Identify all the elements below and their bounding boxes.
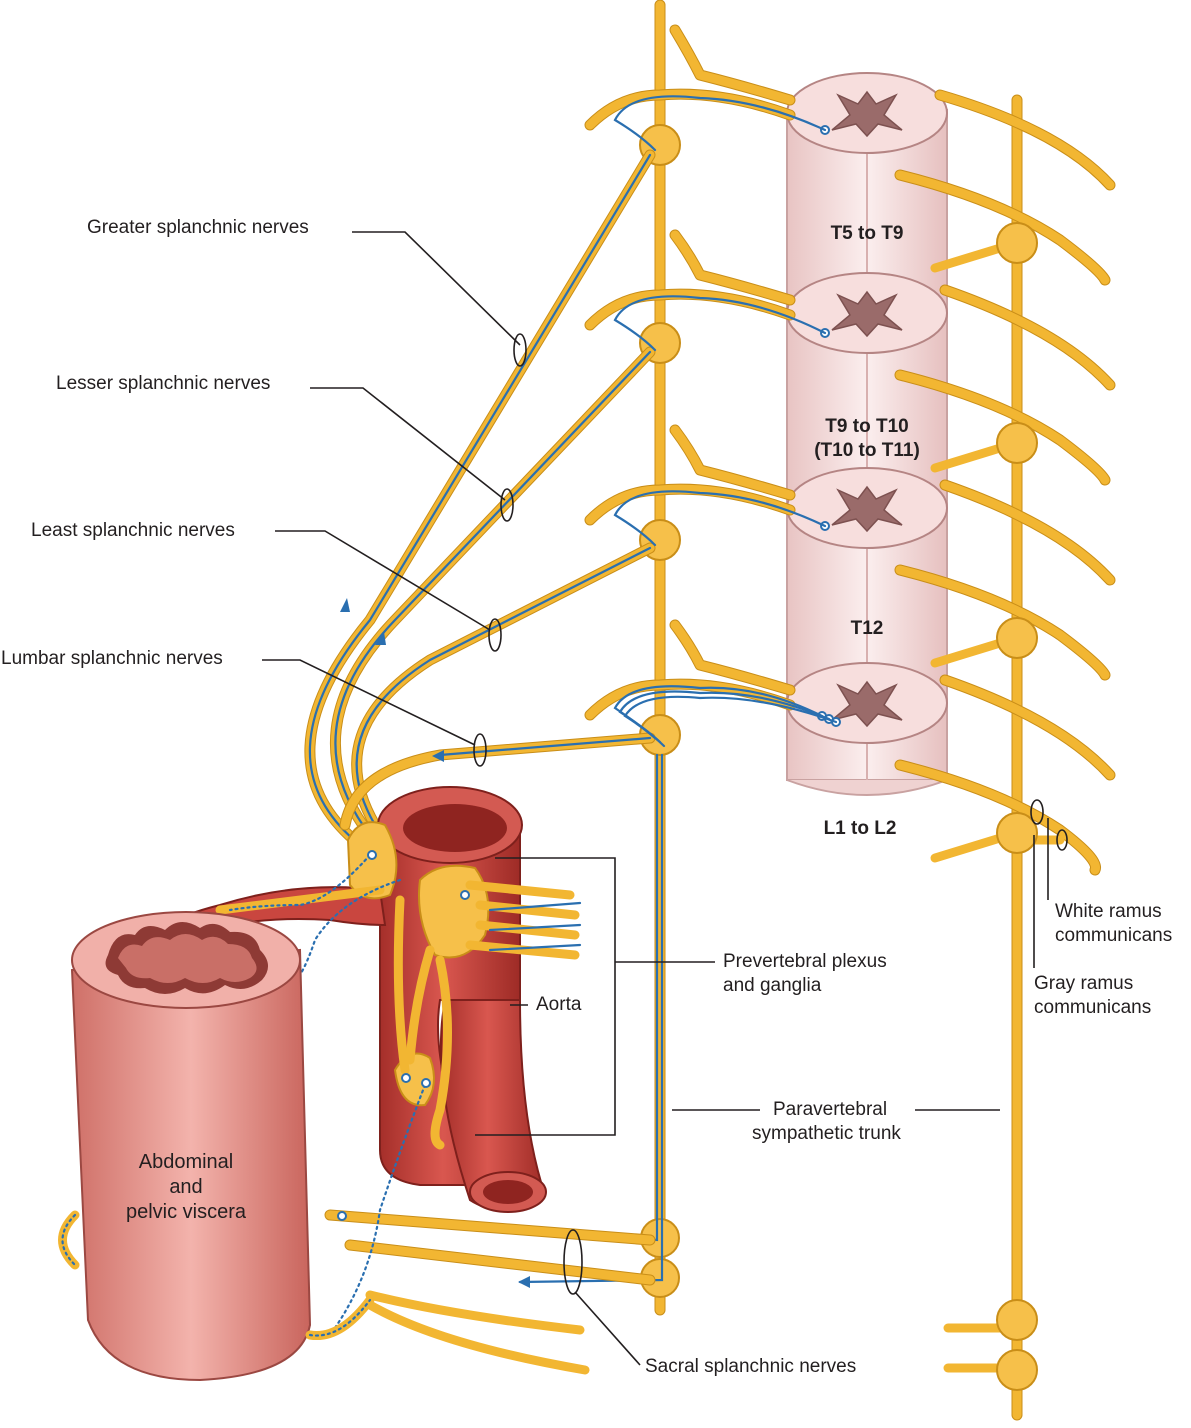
gray-ramus-label-line1: Gray ramus — [1034, 973, 1134, 994]
viscera-tube — [58, 911, 375, 1382]
white-ramus-label-line1: White ramus — [1055, 901, 1162, 922]
segment-label-l1-l2: L1 to L2 — [823, 818, 897, 839]
cord-section-t5 — [786, 72, 948, 154]
viscera-label-line3: pelvic viscera — [125, 1201, 247, 1223]
aorta-label: Aorta — [536, 994, 582, 1015]
sacral-splanchnic-label: Sacral splanchnic nerves — [645, 1356, 857, 1377]
gray-ramus-label-line2: communicans — [1034, 997, 1152, 1018]
viscera-label-line1: Abdominal — [138, 1151, 234, 1173]
white-ramus-label-line2: communicans — [1055, 925, 1173, 946]
greater-splanchnic-label: Greater splanchnic nerves — [87, 217, 309, 238]
cord-section-l1 — [786, 662, 948, 744]
paravertebral-label-line1: Paravertebral — [773, 1099, 888, 1120]
right-trunk-ganglia — [996, 222, 1038, 1391]
splanchnic-nerves — [304, 149, 664, 1375]
leader-lines — [262, 231, 1049, 1366]
least-splanchnic-label: Least splanchnic nerves — [31, 520, 235, 541]
lumbar-splanchnic-label: Lumbar splanchnic nerves — [1, 648, 223, 669]
segment-label-t12: T12 — [850, 618, 884, 639]
preganglionic-axons — [613, 95, 838, 748]
left-sympathetic-trunk — [584, 0, 796, 1316]
paravertebral-label-line2: sympathetic trunk — [752, 1123, 901, 1144]
prevertebral-ganglia — [215, 821, 582, 1337]
prevertebral-label-line1: Prevertebral plexus — [723, 951, 887, 972]
segment-label-t5-t9: T5 to T9 — [830, 223, 904, 244]
segment-label-t10-t11: (T10 to T11) — [814, 440, 920, 461]
prevertebral-label-line2: and ganglia — [723, 975, 822, 996]
cord-section-t12 — [786, 467, 948, 549]
cord-section-t9 — [786, 272, 948, 354]
segment-label-t9-t10: T9 to T10 — [825, 416, 909, 437]
nerve-markers — [473, 333, 1068, 1295]
viscera-label-line2: and — [169, 1176, 203, 1198]
lesser-splanchnic-label: Lesser splanchnic nerves — [56, 373, 271, 394]
right-sympathetic-trunk — [894, 89, 1116, 1421]
